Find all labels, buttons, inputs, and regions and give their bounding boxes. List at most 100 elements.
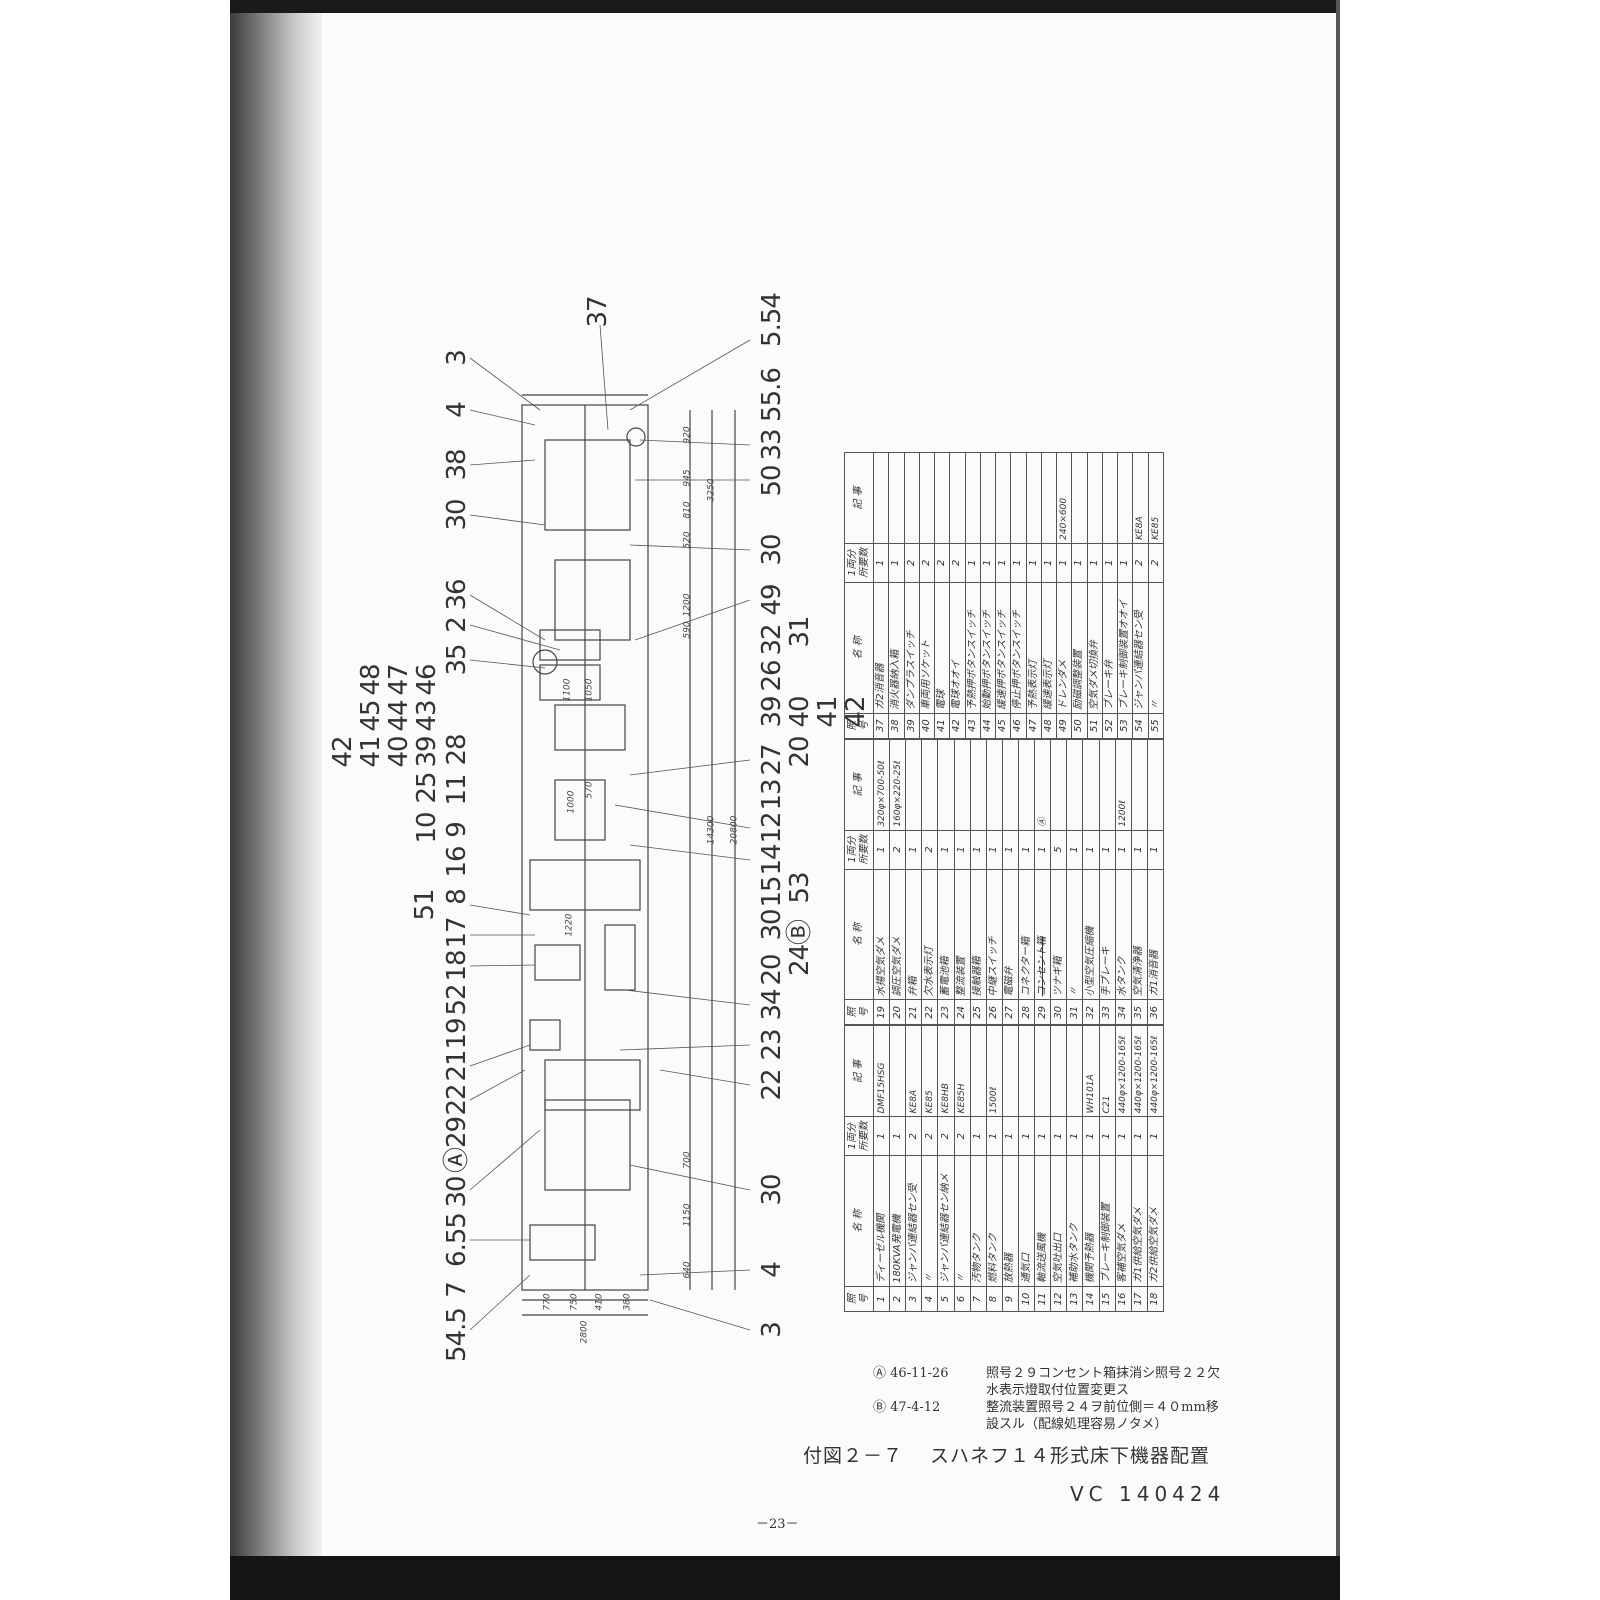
cell-no: 7 <box>970 1286 987 1312</box>
callout-number: 35 <box>442 644 472 676</box>
cell-qty: 1 <box>1002 1116 1019 1156</box>
dimension-label: 810 <box>682 501 693 519</box>
cell-qty: 2 <box>921 830 938 870</box>
cell-qty: 1 <box>1147 830 1164 870</box>
cell-no: 23 <box>937 999 955 1025</box>
cell-name: 水タンク <box>1115 869 1132 1000</box>
dimension-label: 640 <box>682 1261 693 1279</box>
cell-name: 電球 <box>934 582 950 714</box>
callout-number: 30 <box>757 909 787 941</box>
callout-number: 21 <box>442 1050 472 1082</box>
cell-remarks <box>1002 739 1019 831</box>
cell-remarks: KE8HB <box>937 1025 955 1117</box>
cell-name: ツナギ箱 <box>1050 869 1067 1000</box>
cell-no: 46 <box>1010 713 1026 739</box>
column-header-name: 名 称 <box>844 1155 874 1287</box>
cell-remarks <box>1002 1025 1019 1117</box>
callout-number: 51 <box>410 889 440 921</box>
cell-qty: 2 <box>889 830 906 870</box>
cell-remarks <box>937 739 955 831</box>
callout-number: 24Ⓑ <box>785 919 815 977</box>
cell-no: 39 <box>904 713 920 739</box>
cell-qty: 1 <box>1034 1116 1051 1156</box>
cell-name: 停止押ボタンスイッチ <box>1010 582 1026 714</box>
callout-number: 11 <box>442 774 472 806</box>
cell-remarks <box>1071 452 1087 544</box>
cell-no: 51 <box>1087 713 1103 739</box>
cell-qty: 1 <box>1041 543 1057 583</box>
callout-number: 2 <box>442 617 472 633</box>
cell-remarks <box>980 452 996 544</box>
cell-qty: 1 <box>965 543 981 583</box>
cell-remarks: WH101A <box>1082 1025 1100 1117</box>
cell-name: 予熱表示灯 <box>1026 582 1042 714</box>
cell-remarks: C21 <box>1099 1025 1116 1117</box>
cell-remarks: KE85 <box>921 1025 938 1117</box>
dimension-label: 14300 <box>706 815 717 845</box>
cell-no: 35 <box>1131 999 1148 1025</box>
callout-number: 31 <box>785 616 815 648</box>
book-binding-gutter <box>230 13 322 1556</box>
cell-no: 49 <box>1056 713 1072 739</box>
note-date: 47-4-12 <box>890 1400 941 1415</box>
cell-remarks <box>889 1025 906 1117</box>
cell-remarks <box>904 452 920 544</box>
callout-number: 54.5 <box>442 1308 472 1362</box>
callout-number: 47 <box>384 664 414 696</box>
cell-no: 27 <box>1002 999 1019 1025</box>
note-mark: Ⓐ <box>873 1366 887 1381</box>
cell-no: 55 <box>1148 713 1164 739</box>
cell-remarks: 320φ×700-50ℓ <box>873 739 890 831</box>
scan-bottom-border <box>230 1556 1340 1600</box>
cell-qty: 1 <box>1082 1116 1100 1156</box>
cell-name: 客補空気ダメ <box>1115 1155 1132 1287</box>
callout-number: 10 <box>412 812 442 844</box>
cell-qty: 1 <box>1066 1116 1083 1156</box>
cell-remarks: 440φ×1200-165ℓ <box>1147 1025 1164 1117</box>
callout-number: 20 <box>757 954 787 986</box>
cell-no: 19 <box>873 999 890 1025</box>
cell-name: 電磁弁 <box>1002 869 1019 1000</box>
cell-remarks <box>970 1025 987 1117</box>
callout-number: 22 <box>757 1069 787 1101</box>
cell-no: 11 <box>1034 1286 1051 1312</box>
note-text: 照号２９コンセント箱抹消シ照号２２欠 <box>986 1366 1221 1381</box>
callout-number: 45 <box>356 700 386 732</box>
callout-number: 39 <box>757 696 787 728</box>
cell-name: 中継スイッチ <box>986 869 1003 1000</box>
note-text: 整流装置照号２４ヲ前位側＝４０mm移 <box>986 1400 1219 1415</box>
cell-qty: 1 <box>873 1116 890 1156</box>
callout-number: 32 <box>757 624 787 656</box>
cell-qty: 2 <box>919 543 935 583</box>
callout-number: 34 <box>757 989 787 1021</box>
callout-number: 18 <box>442 950 472 982</box>
cell-remarks <box>905 739 922 831</box>
cell-qty: 1 <box>1010 543 1026 583</box>
cell-name: 蓄電池箱 <box>937 869 955 1000</box>
cell-qty: 1 <box>1018 1116 1035 1156</box>
callout-number: 14 <box>757 844 787 876</box>
cell-qty: 1 <box>986 830 1003 870</box>
cell-qty: 1 <box>954 830 971 870</box>
callout-number: 25 <box>412 772 442 804</box>
cell-no: 45 <box>995 713 1011 739</box>
